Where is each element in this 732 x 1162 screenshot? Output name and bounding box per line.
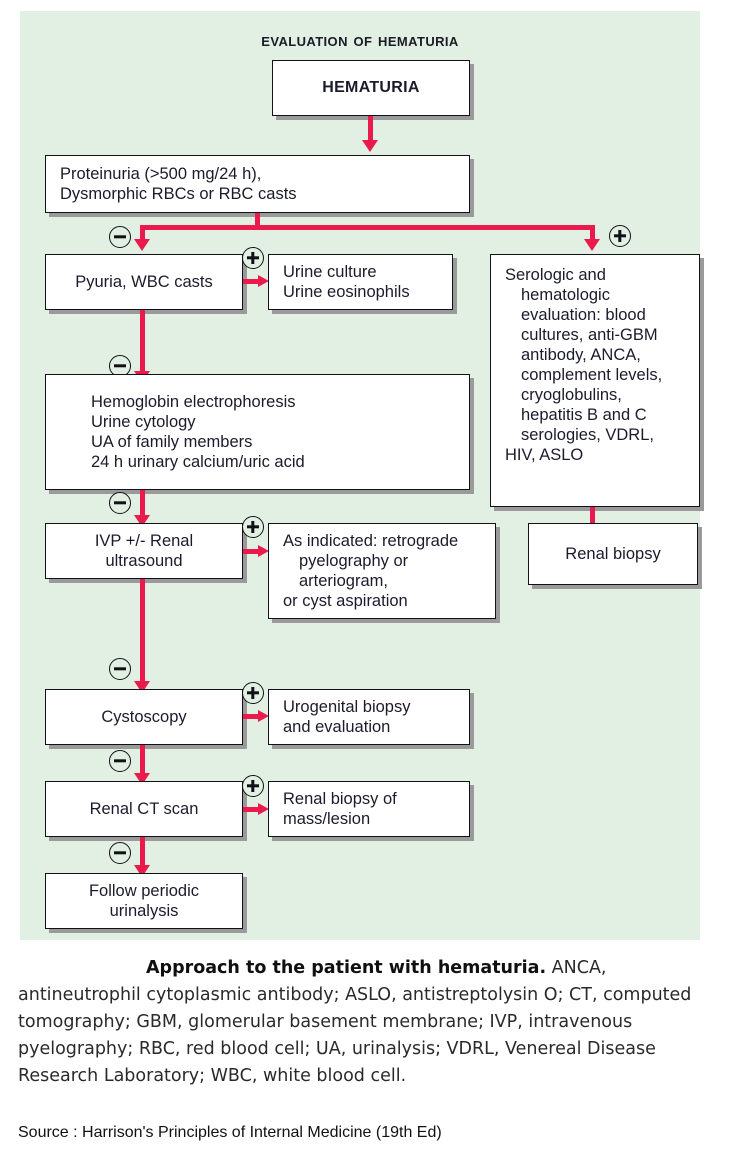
arrowhead-right-urogenital — [258, 710, 269, 722]
caption-body: ANCA, antineutrophil cytoplasmic antibod… — [18, 958, 692, 1086]
node-follow-urinalysis: Follow periodic urinalysis — [45, 873, 243, 929]
node-cystoscopy-label: Cystoscopy — [101, 708, 187, 726]
node-urine-culture: Urine culture Urine eosinophils — [268, 254, 453, 310]
node-serologic-line5: antibody, ANCA, — [521, 346, 641, 364]
marker-negative-proteinuria — [109, 226, 131, 248]
page-title: Evaluation of Hematuria — [261, 30, 459, 51]
node-hemoglobin-line1: Hemoglobin electrophoresis — [91, 393, 296, 411]
arrowhead-right-asindicated — [258, 545, 269, 557]
node-serologic-line3: evaluation: blood — [521, 306, 646, 324]
marker-positive-pyuria — [242, 247, 264, 269]
node-follow-line1: Follow periodic — [88, 882, 200, 900]
arrowhead-right-massbiopsy — [258, 803, 269, 815]
node-as-indicated-line4: or cyst aspiration — [283, 592, 408, 610]
node-urogenital-line2: and evaluation — [283, 718, 391, 736]
connector-ivp-cystoscopy — [140, 579, 145, 689]
connector-renalct-follow — [140, 837, 145, 873]
node-serologic-line10: HIV, ASLO — [505, 446, 584, 464]
node-cystoscopy: Cystoscopy — [45, 689, 243, 745]
node-serologic-line1: Serologic and — [505, 266, 606, 284]
node-ivp-line1: IVP +/- Renal — [94, 532, 194, 550]
figure-caption: Approach to the patient with hematuria. … — [18, 955, 718, 1090]
node-ivp-line2: ultrasound — [105, 552, 183, 570]
connector-cystoscopy-renalct — [140, 745, 145, 781]
node-as-indicated-line2: pyelography or — [299, 552, 409, 570]
marker-negative-hemoglobin — [109, 492, 131, 514]
connector-ivp-asindicated — [243, 549, 263, 554]
node-hemoglobin-workup: Hemoglobin electrophoresis Urine cytolog… — [45, 374, 470, 490]
connector-proteinuria-bar — [140, 225, 595, 230]
node-hemoglobin-line3: UA of family members — [91, 433, 253, 451]
node-renal-ct-label: Renal CT scan — [89, 800, 199, 818]
marker-positive-proteinuria — [609, 225, 631, 247]
node-ivp: IVP +/- Renal ultrasound — [45, 523, 243, 579]
node-renal-biopsy-label: Renal biopsy — [565, 545, 661, 563]
node-renal-biopsy-mass-line1: Renal biopsy of — [283, 790, 397, 808]
node-serologic-line8: hepatitis B and C — [521, 406, 647, 424]
node-pyuria: Pyuria, WBC casts — [45, 254, 243, 310]
node-urine-culture-line1: Urine culture — [283, 263, 377, 281]
arrowhead-down-serologic — [584, 239, 600, 251]
connector-pyuria-hemoglobin — [140, 310, 145, 380]
node-hemoglobin-line4: 24 h urinary calcium/uric acid — [91, 453, 305, 471]
arrowhead-down-proteinuria — [362, 140, 378, 152]
node-hemoglobin-line2: Urine cytology — [91, 413, 196, 431]
node-as-indicated-line3: arteriogram, — [299, 572, 388, 590]
connector-branch-negative — [140, 225, 145, 243]
connector-pyuria-urineculture — [243, 279, 263, 284]
connector-renalct-massbiopsy — [243, 807, 263, 812]
node-serologic-line6: complement levels, — [521, 366, 663, 384]
arrowhead-down-pyuria — [134, 239, 150, 251]
node-serologic-line9: serologies, VDRL, — [521, 426, 654, 444]
node-renal-biopsy-mass-line2: mass/lesion — [283, 810, 371, 828]
marker-positive-renalct — [242, 775, 264, 797]
node-renal-biopsy-mass: Renal biopsy of mass/lesion — [268, 781, 470, 837]
source-line: Source : Harrison's Principles of Intern… — [18, 1124, 442, 1141]
node-follow-line2: urinalysis — [109, 902, 179, 920]
node-renal-biopsy: Renal biopsy — [528, 523, 698, 585]
connector-cystoscopy-urogenital — [243, 714, 263, 719]
connector-branch-positive — [590, 225, 595, 243]
node-as-indicated: As indicated: retrograde pyelography or … — [268, 523, 496, 619]
node-urine-culture-line2: Urine eosinophils — [283, 283, 410, 301]
node-serologic-evaluation: Serologic and hematologic evaluation: bl… — [490, 254, 700, 507]
arrowhead-right-urineculture — [258, 275, 269, 287]
node-serologic-line2: hematologic — [521, 286, 610, 304]
node-pyuria-label: Pyuria, WBC casts — [75, 273, 213, 291]
caption-lead: Approach to the patient with hematuria. — [146, 958, 547, 978]
connector-proteinuria-stem — [255, 213, 260, 229]
node-proteinuria: Proteinuria (>500 mg/24 h), Dysmorphic R… — [45, 155, 470, 213]
marker-negative-ivp — [109, 658, 131, 680]
node-urogenital-biopsy: Urogenital biopsy and evaluation — [268, 689, 470, 745]
diagram-panel: Evaluation of Hematuria HEMATURIA Protei… — [20, 11, 700, 940]
node-as-indicated-line1: As indicated: retrograde — [283, 532, 459, 550]
node-hematuria-label: HEMATURIA — [322, 79, 420, 96]
node-serologic-line4: cultures, anti-GBM — [521, 326, 658, 344]
marker-negative-cystoscopy — [109, 750, 131, 772]
node-urogenital-line1: Urogenital biopsy — [283, 698, 411, 716]
connector-hematuria-proteinuria — [368, 116, 373, 144]
marker-negative-renalct — [109, 842, 131, 864]
node-proteinuria-line1: Proteinuria (>500 mg/24 h), — [60, 165, 262, 183]
node-renal-ct: Renal CT scan — [45, 781, 243, 837]
marker-positive-cystoscopy — [242, 682, 264, 704]
node-proteinuria-line2: Dysmorphic RBCs or RBC casts — [60, 185, 297, 203]
node-serologic-line7: cryoglobulins, — [521, 386, 622, 404]
connector-serologic-renalbiopsy — [590, 507, 595, 529]
marker-positive-ivp — [242, 516, 264, 538]
connector-hemoglobin-ivp — [140, 490, 145, 524]
node-hematuria: HEMATURIA — [272, 60, 470, 116]
